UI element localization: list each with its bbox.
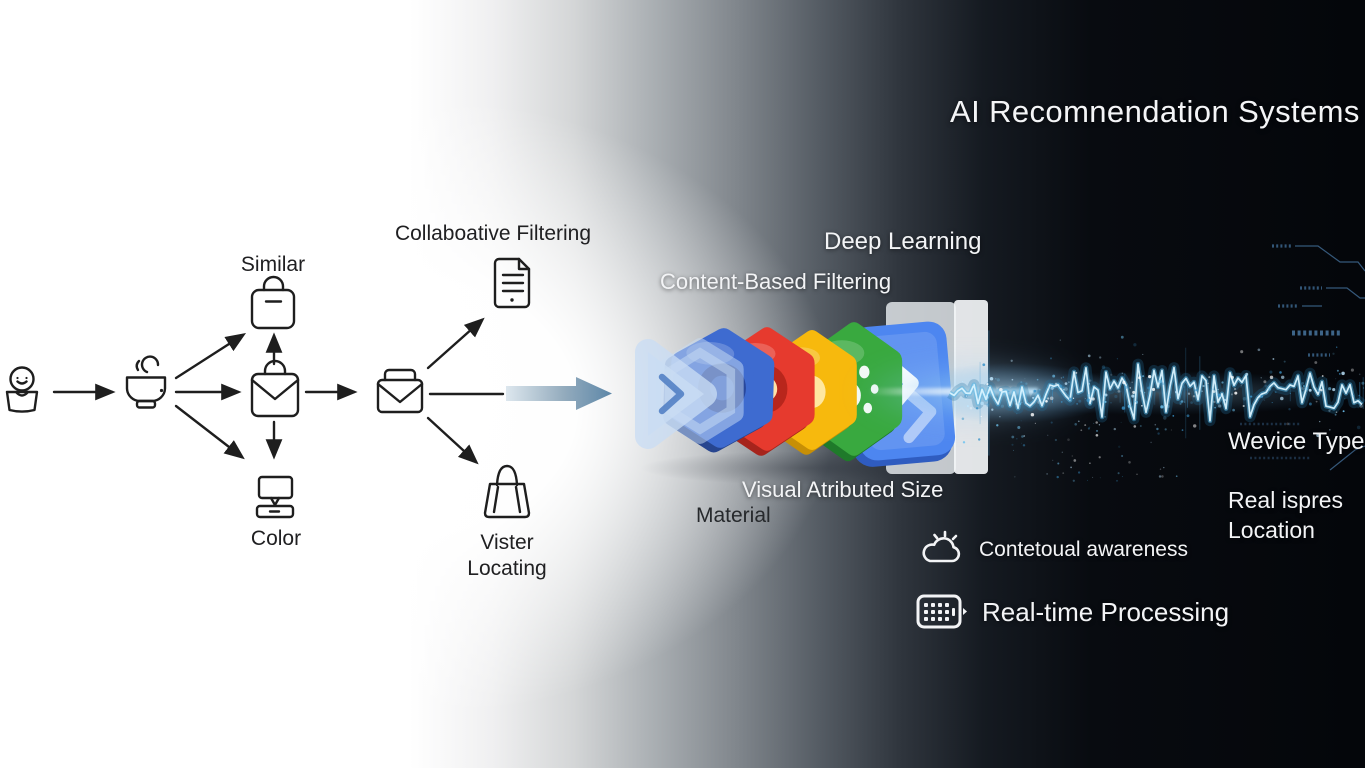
location-label-line2: Location — [1228, 517, 1315, 543]
circuit-decoration — [1240, 244, 1365, 471]
page-title: AI Recomnendation Systems — [950, 94, 1360, 129]
feature-label: Contetoual awareness — [979, 538, 1188, 561]
shopping-bag-icon — [250, 275, 296, 330]
location-label-line1: Real ispres — [1228, 487, 1344, 513]
keypad-icon — [916, 594, 967, 629]
user-in-basket-icon — [5, 366, 39, 413]
arrow-query-to-similar — [174, 333, 247, 380]
visual-attributes-label: Visual Atributed Size — [742, 477, 944, 502]
collaborative-filtering-label: Collaboative Filtering — [394, 222, 592, 245]
mail-bag-icon — [250, 359, 300, 418]
realtime-location-label: Real ispres Location — [1228, 485, 1343, 545]
color-label: Color — [250, 527, 302, 550]
visitor-label-line2: Locating — [467, 557, 547, 580]
deep-learning-label: Deep Learning — [824, 228, 982, 255]
envelope-icon — [376, 368, 424, 414]
feature-label: Real-time Processing — [982, 596, 1230, 627]
steaming-bowl-icon — [125, 355, 167, 409]
stack-card-glass-chevron — [635, 339, 717, 449]
monitor-icon — [255, 475, 295, 519]
content-based-filtering-label: Content-Based Filtering — [660, 269, 892, 294]
visitor-locating-label: Vister Locating — [467, 530, 546, 582]
material-label: Material — [696, 504, 771, 527]
pipeline-arrow — [506, 377, 612, 410]
data-waveform — [900, 330, 1365, 482]
device-type-label: Wevice Type — [1228, 428, 1365, 455]
handbag-icon — [483, 464, 531, 519]
arrow-dispatch-to-collaborative — [426, 317, 485, 370]
similar-label: Similar — [240, 253, 306, 276]
feature-realtime-processing: Real-time Processing — [915, 592, 1229, 632]
arrow-query-to-color — [174, 404, 245, 460]
arrow-dispatch-to-visitor — [426, 416, 479, 465]
visitor-label-line1: Vister — [480, 531, 534, 554]
cloud-sun-icon — [922, 530, 961, 563]
recommendation-stack — [635, 300, 988, 485]
document-icon — [493, 257, 531, 309]
feature-contextual-awareness: Contetoual awareness — [918, 528, 1188, 572]
